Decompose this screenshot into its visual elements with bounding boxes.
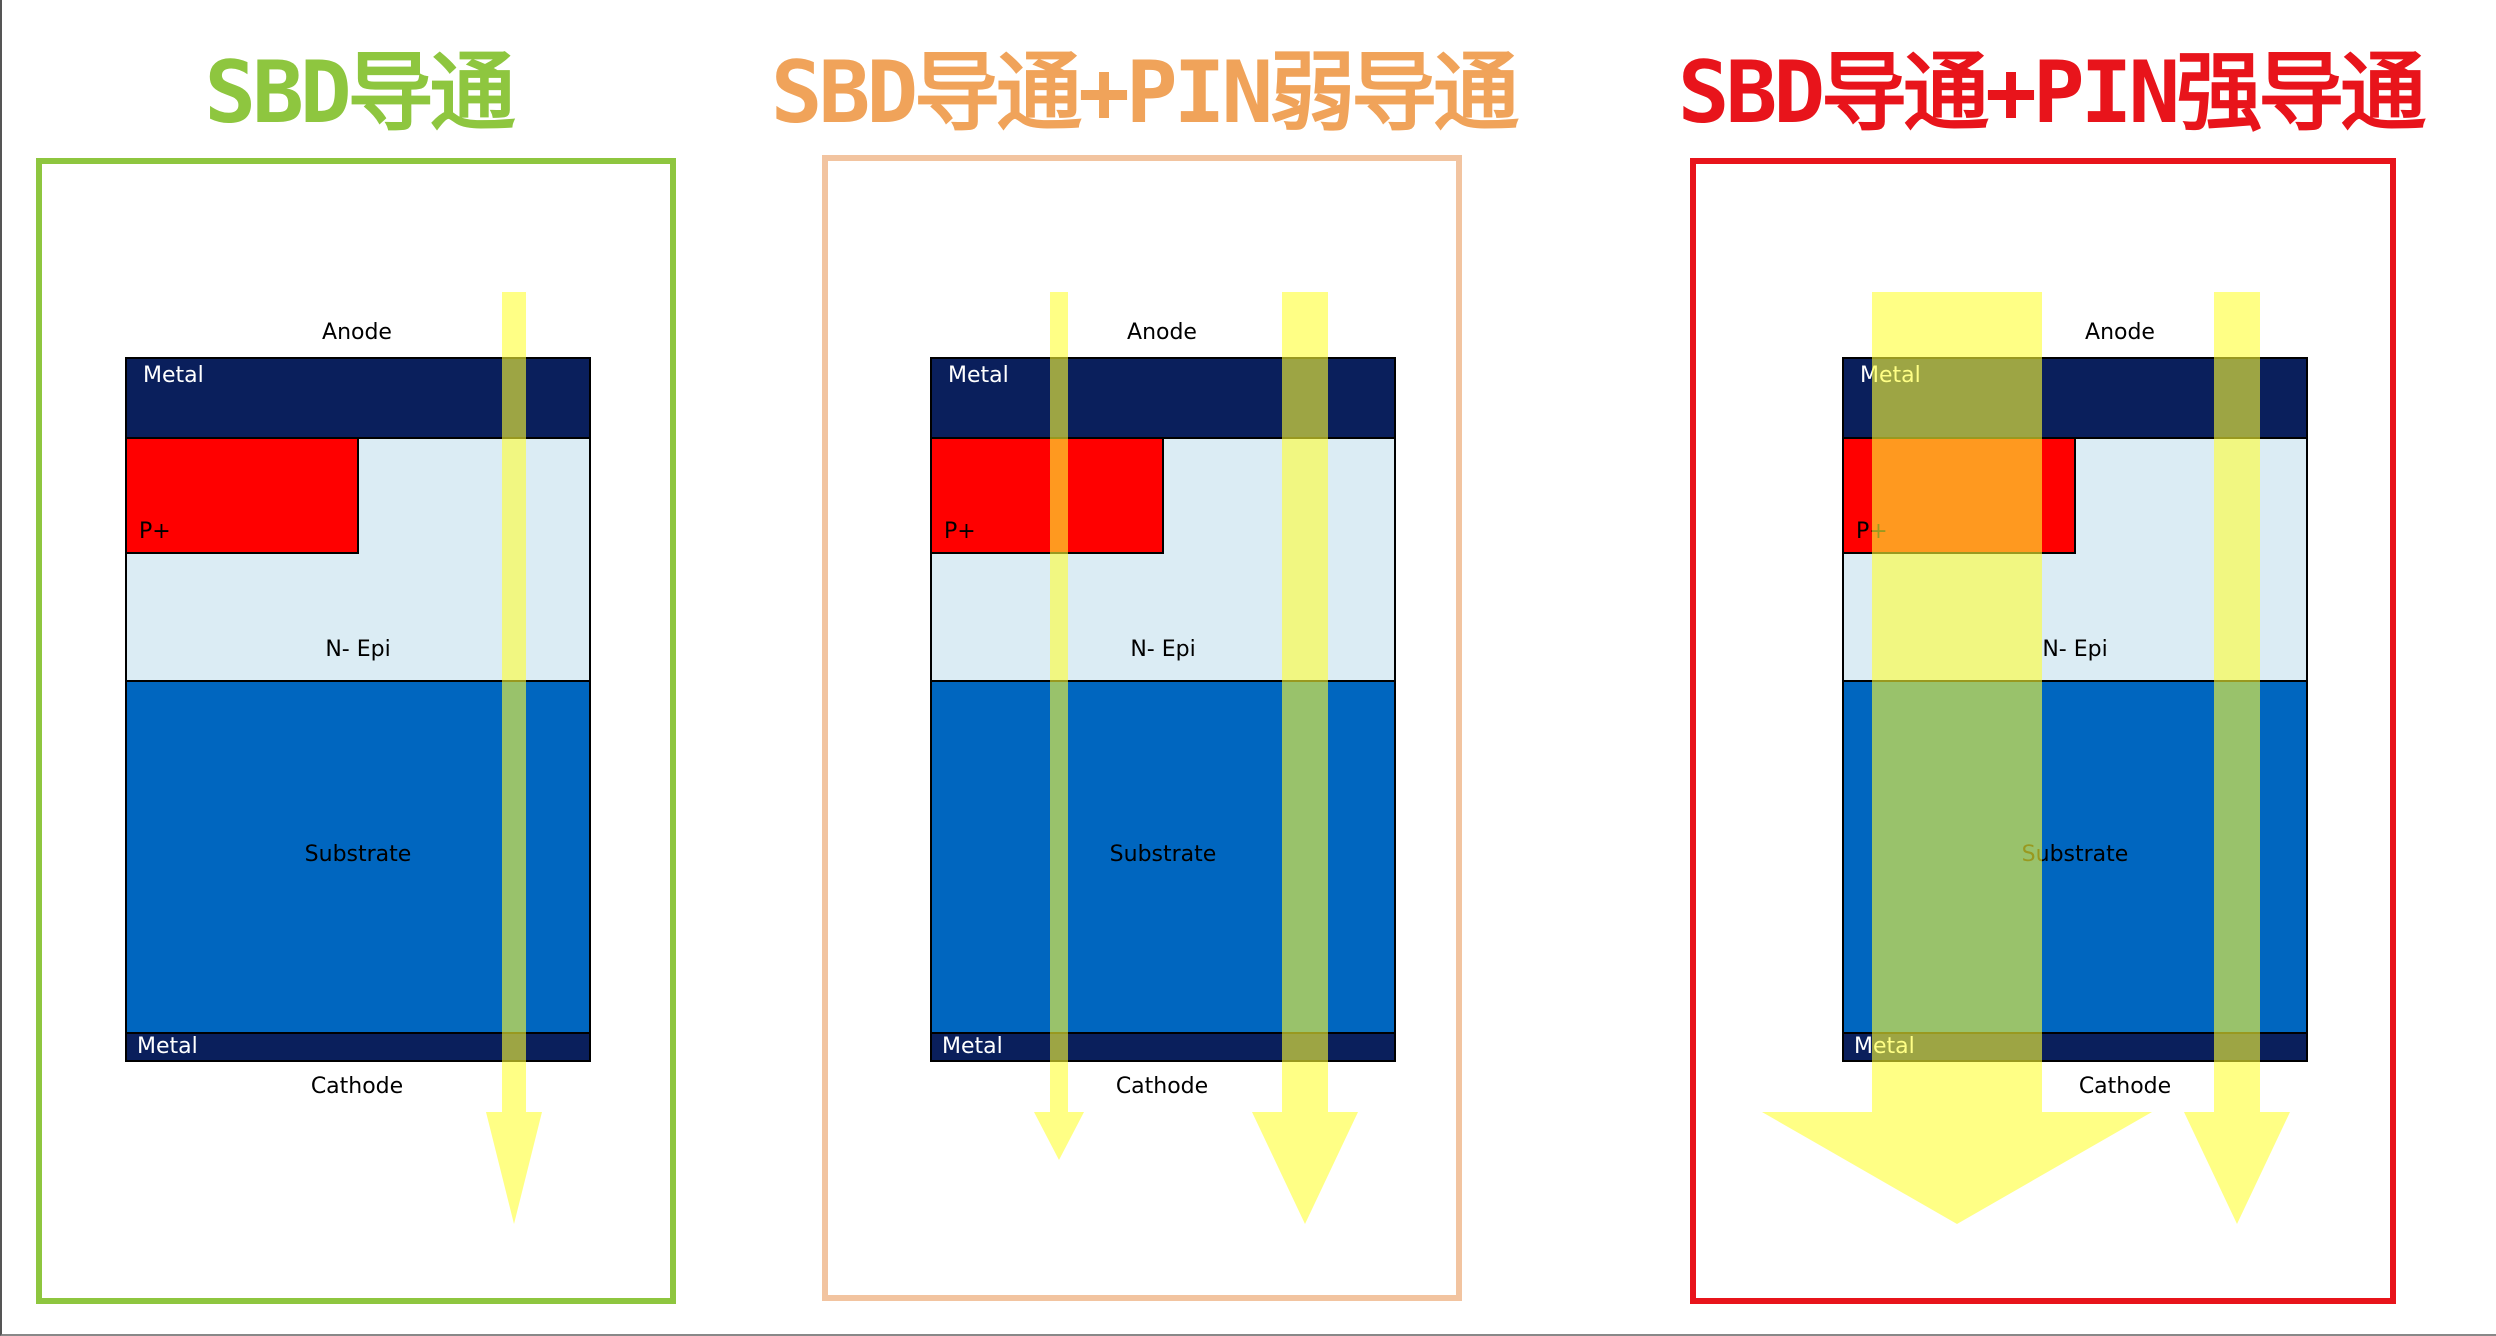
metal-bottom-label: Metal xyxy=(942,1034,1003,1059)
cathode-label: Cathode xyxy=(1115,1074,1209,1099)
current-arrow xyxy=(2184,292,2290,1224)
current-arrow xyxy=(1762,292,2152,1224)
metal-top-label: Metal xyxy=(948,363,1009,388)
anode-label: Anode xyxy=(2085,320,2155,345)
n-epi-label: N- Epi xyxy=(2042,637,2108,662)
cathode-label: Cathode xyxy=(310,1074,404,1099)
panel-title-sbd: SBD导通 xyxy=(204,43,515,143)
current-arrow xyxy=(486,292,542,1224)
n-epi-label: N- Epi xyxy=(325,637,391,662)
panel-frame-sbd-pin-weak xyxy=(822,155,1462,1301)
metal-top-label: Metal xyxy=(143,363,204,388)
substrate-label: Substrate xyxy=(1109,842,1217,867)
panel-frame-sbd xyxy=(36,158,676,1304)
current-arrow xyxy=(1252,292,1358,1224)
panel-frame-sbd-pin-strong xyxy=(1690,158,2396,1304)
panel-title-sbd-pin-weak: SBD导通+PIN弱导通 xyxy=(770,43,1519,143)
anode-label: Anode xyxy=(322,320,392,345)
p-plus-region: P+ xyxy=(125,437,359,554)
p-plus-label: P+ xyxy=(139,519,171,544)
cathode-label: Cathode xyxy=(2078,1074,2172,1099)
current-arrow xyxy=(1034,292,1084,1160)
p-plus-label: P+ xyxy=(944,519,976,544)
panel-title-sbd-pin-strong: SBD导通+PIN强导通 xyxy=(1677,43,2426,143)
substrate-label: Substrate xyxy=(304,842,412,867)
p-plus-region: P+ xyxy=(930,437,1164,554)
anode-label: Anode xyxy=(1127,320,1197,345)
metal-bottom-label: Metal xyxy=(137,1034,198,1059)
n-epi-label: N- Epi xyxy=(1130,637,1196,662)
